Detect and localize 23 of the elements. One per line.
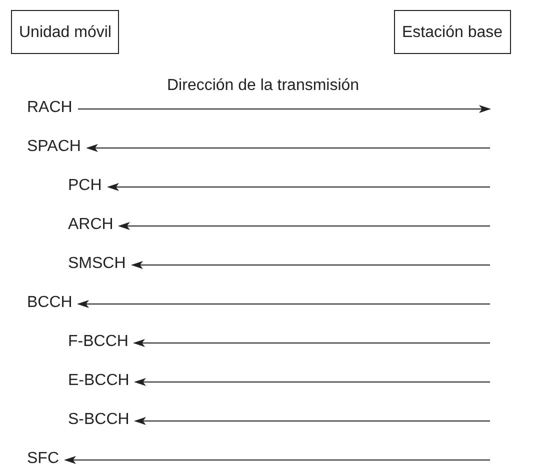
channel-label: SMSCH xyxy=(68,255,126,273)
arrow xyxy=(131,261,490,269)
entity-box: Estación base xyxy=(394,10,511,54)
channel-label: SFC xyxy=(27,450,59,468)
direction-heading: Dirección de la transmisión xyxy=(167,77,360,95)
arrow xyxy=(86,144,490,152)
channel-label: F-BCCH xyxy=(68,333,128,351)
channel-label: E-BCCH xyxy=(68,372,130,390)
channel-label: S-BCCH xyxy=(68,411,130,429)
arrow xyxy=(133,339,490,347)
arrow xyxy=(64,456,490,464)
arrow xyxy=(118,222,490,230)
arrow xyxy=(134,378,490,386)
arrow xyxy=(77,300,490,308)
arrow xyxy=(78,105,491,113)
channel-label: RACH xyxy=(27,99,72,117)
arrow xyxy=(134,417,490,425)
channel-label: ARCH xyxy=(68,216,114,234)
channel-label: SPACH xyxy=(27,138,81,156)
channel-label: PCH xyxy=(68,177,102,195)
channel-label: BCCH xyxy=(27,294,72,312)
entity-box: Unidad móvil xyxy=(11,10,120,54)
arrow xyxy=(107,183,490,191)
